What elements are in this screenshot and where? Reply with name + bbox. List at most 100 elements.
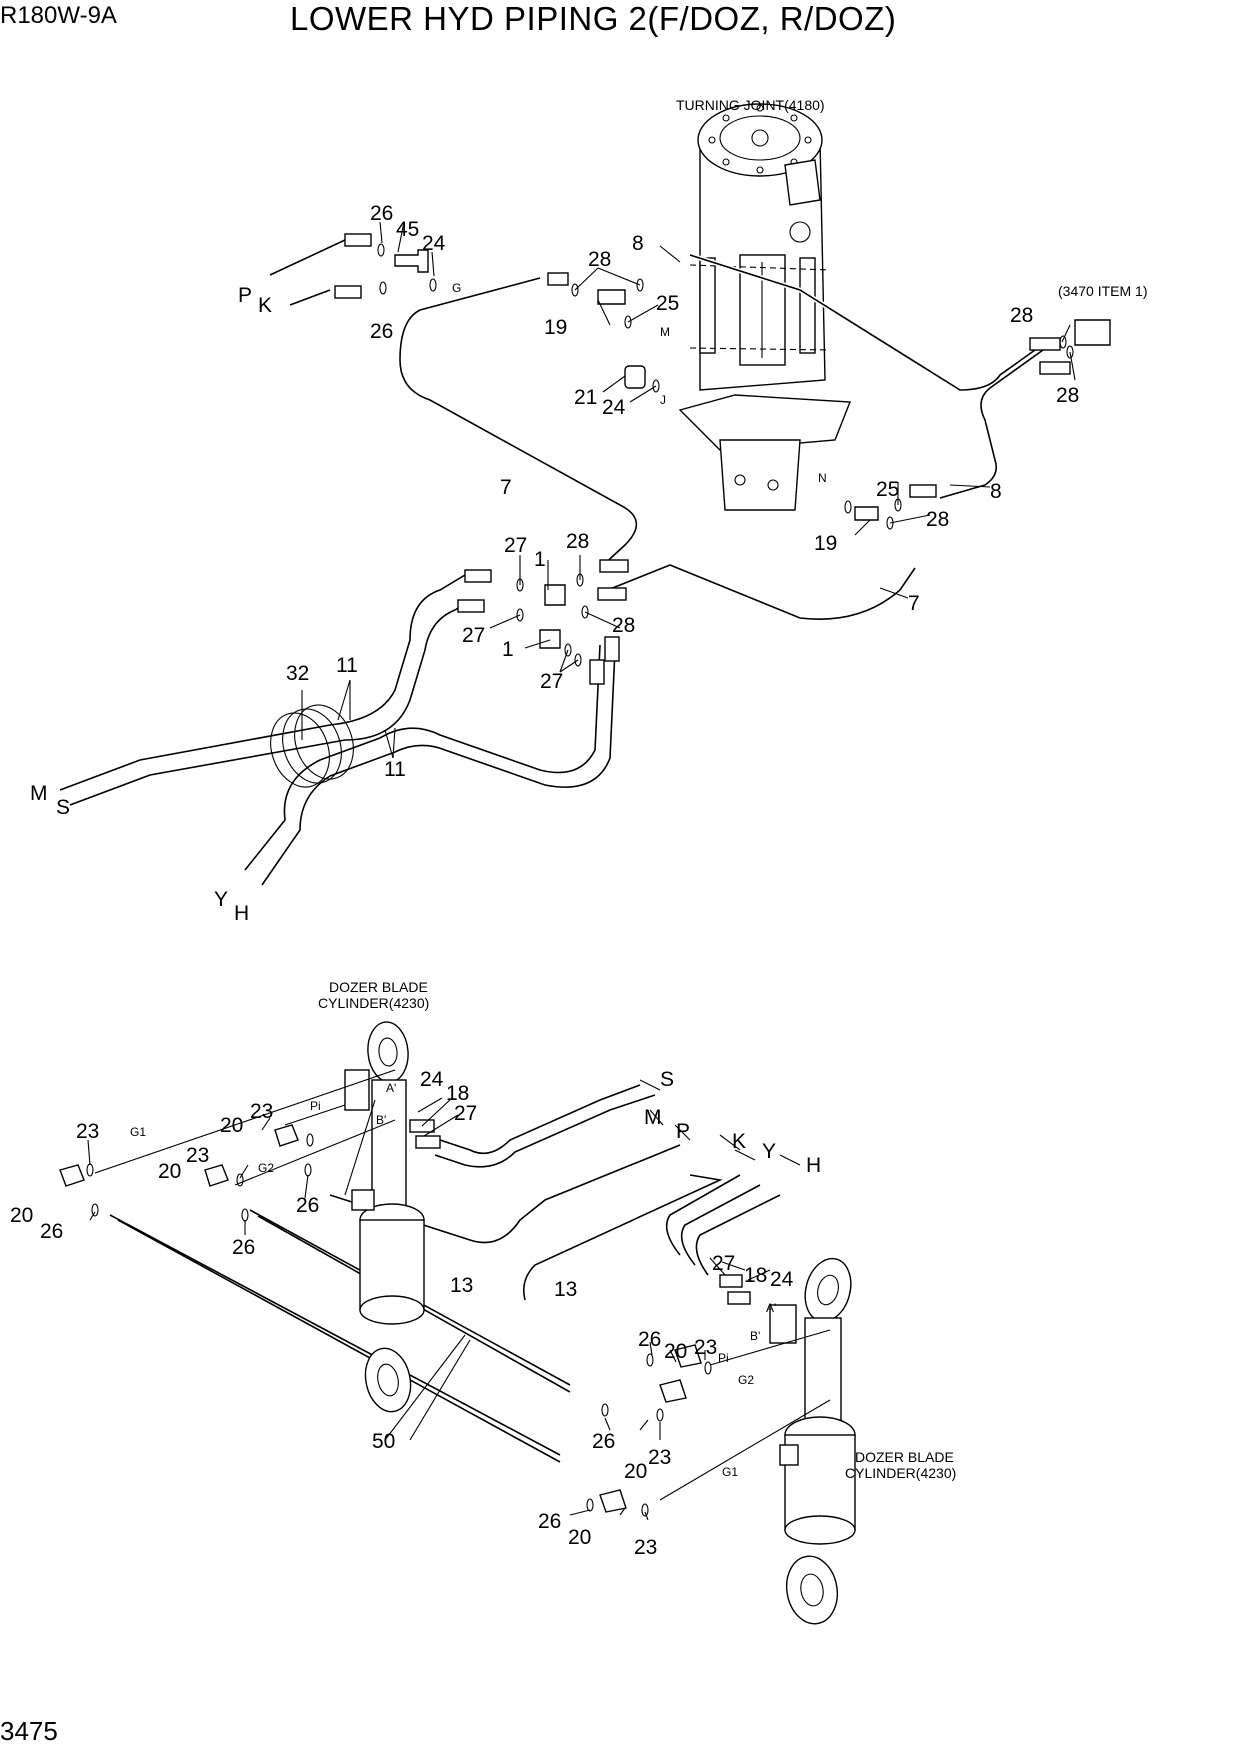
callout: 50 <box>372 1430 395 1453</box>
callout: P <box>238 284 252 307</box>
callout: Y <box>762 1140 776 1163</box>
callout: P <box>676 1120 690 1143</box>
callout: 26 <box>370 320 393 343</box>
port-code: Pi <box>310 1099 321 1113</box>
caption-dozer-right-1: DOZER BLADE <box>855 1449 954 1465</box>
callout: 19 <box>544 316 567 339</box>
callout: 7 <box>908 592 920 615</box>
hose-50 <box>108 1207 592 1463</box>
callout: 11 <box>336 654 358 677</box>
callout: 28 <box>566 530 589 553</box>
callout: 1 <box>534 548 546 571</box>
caption-reference: (3470 ITEM 1) <box>1058 283 1147 299</box>
callout: S <box>660 1068 674 1091</box>
callout: 27 <box>504 534 527 557</box>
caption-turning-joint: TURNING JOINT(4180) <box>676 97 825 113</box>
port-code: J <box>660 393 666 407</box>
fittings-lower <box>59 1119 751 1517</box>
callout: 20 <box>664 1340 687 1363</box>
port-code: A' <box>766 1301 776 1315</box>
fittings-upper <box>334 233 1111 685</box>
leader-lines <box>87 221 1076 1521</box>
callout: 23 <box>694 1336 717 1359</box>
callout: 20 <box>568 1526 591 1549</box>
callout: K <box>258 294 272 317</box>
callout: Y <box>214 888 228 911</box>
callout: H <box>234 902 249 925</box>
callout: 26 <box>232 1236 255 1259</box>
callout: 27 <box>540 670 563 693</box>
port-code: N <box>818 471 827 485</box>
port-code: B' <box>376 1113 386 1127</box>
callout: 20 <box>158 1160 181 1183</box>
captions: TURNING JOINT(4180) (3470 ITEM 1) DOZER … <box>318 97 1147 1481</box>
port-code: G2 <box>738 1373 754 1387</box>
port-code: B' <box>750 1329 760 1343</box>
callout: 28 <box>1010 304 1033 327</box>
callout: 28 <box>612 614 635 637</box>
callout: 23 <box>186 1144 209 1167</box>
dozer-cylinder-left <box>344 1021 425 1413</box>
callout: 8 <box>990 480 1002 503</box>
port-code: G1 <box>722 1465 738 1479</box>
model-code: R180W-9A <box>0 2 117 29</box>
callout: 1 <box>502 638 514 661</box>
callout: 27 <box>712 1252 735 1275</box>
callout: 32 <box>286 662 309 685</box>
port-code: A' <box>386 1081 396 1095</box>
callout: 26 <box>638 1328 661 1351</box>
callout: 13 <box>450 1274 473 1297</box>
callout: M <box>30 782 48 805</box>
callout: 7 <box>500 476 512 499</box>
callout: 23 <box>648 1446 671 1469</box>
turning-joint-assembly <box>678 103 852 511</box>
port-code: Pi <box>718 1351 729 1365</box>
callout: 20 <box>624 1460 647 1483</box>
upper-pipe-routes <box>59 233 1111 887</box>
callout: 24 <box>602 396 626 419</box>
callout: 8 <box>632 232 644 255</box>
callout: 26 <box>538 1510 561 1533</box>
callout: 18 <box>744 1264 767 1287</box>
callout: 23 <box>250 1100 273 1123</box>
dozer-cylinder-right <box>769 1257 856 1625</box>
port-code: G2 <box>258 1161 274 1175</box>
port-code: M <box>660 325 670 339</box>
callout: 19 <box>814 532 837 555</box>
pipe-clamp <box>270 704 354 788</box>
callout: 45 <box>396 218 419 241</box>
port-code: G <box>452 281 461 295</box>
callout: S <box>56 796 70 819</box>
callout: 26 <box>296 1194 319 1217</box>
callout: 26 <box>592 1430 615 1453</box>
callout: 26 <box>370 202 393 225</box>
callout: 26 <box>40 1220 63 1243</box>
caption-dozer-right-2: CYLINDER(4230) <box>845 1465 956 1481</box>
callout: 27 <box>462 624 485 647</box>
callout: 24 <box>422 232 446 255</box>
caption-dozer-top-1: DOZER BLADE <box>329 979 428 995</box>
callout: 23 <box>76 1120 99 1143</box>
callout: 24 <box>420 1068 444 1091</box>
callout: 25 <box>876 478 899 501</box>
callout: H <box>806 1154 821 1177</box>
port-codes: G M J N Pi A' B' G1 G2 A' B' Pi G2 G1 <box>130 281 827 1479</box>
callout: 20 <box>10 1204 33 1227</box>
callout: 18 <box>446 1082 469 1105</box>
callout: 13 <box>554 1278 577 1301</box>
callout: 28 <box>588 248 611 271</box>
callout: 21 <box>574 386 597 409</box>
page-number: 3475 <box>0 1716 58 1746</box>
page-title: LOWER HYD PIPING 2(F/DOZ, R/DOZ) <box>290 0 897 37</box>
caption-dozer-top-2: CYLINDER(4230) <box>318 995 429 1011</box>
callout: 23 <box>634 1536 657 1559</box>
callout: 24 <box>770 1268 794 1291</box>
part-callouts: 26 45 24 P K 26 28 8 25 19 21 24 28 28 7… <box>10 202 1079 1559</box>
callout: 28 <box>926 508 949 531</box>
callout: 11 <box>384 758 406 781</box>
port-code: G1 <box>130 1125 146 1139</box>
lower-pipe-routes <box>59 1021 856 1625</box>
callout: 25 <box>656 292 679 315</box>
callout: 27 <box>454 1102 477 1125</box>
